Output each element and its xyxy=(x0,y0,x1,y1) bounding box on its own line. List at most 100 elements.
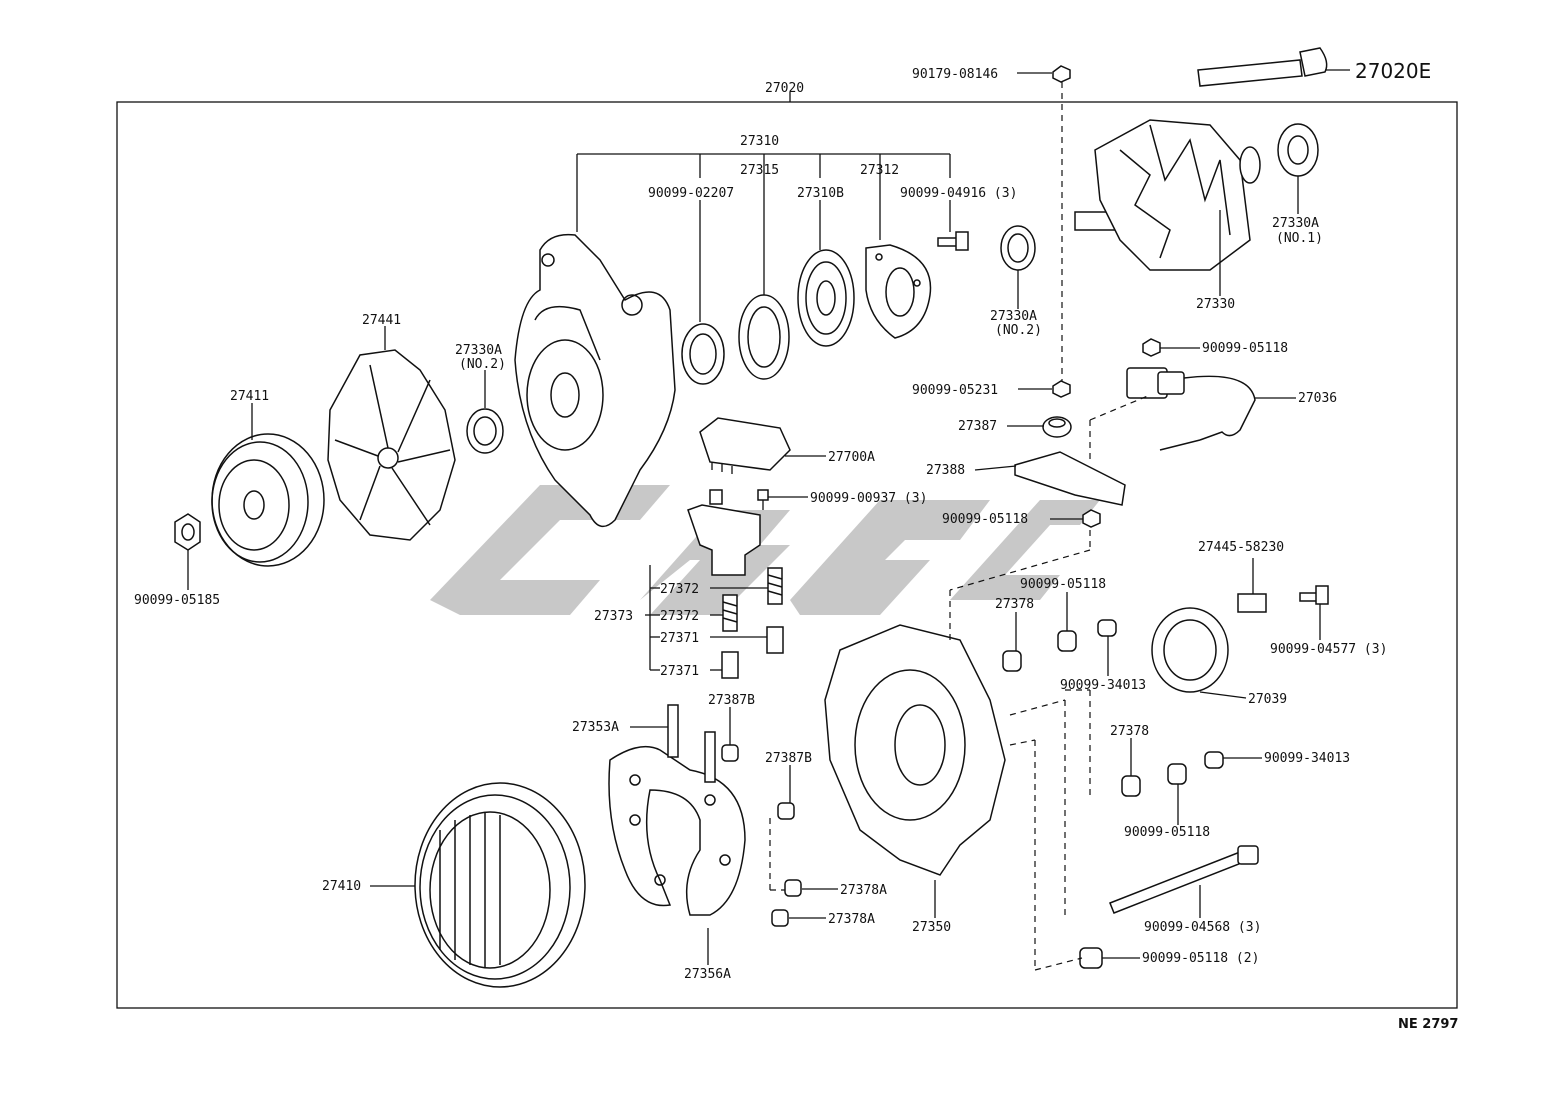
label-27410: 27410 xyxy=(322,879,361,894)
label-27036: 27036 xyxy=(1298,391,1337,406)
insulator-90099-34013-b xyxy=(1204,751,1224,769)
label-27020e: 27020E xyxy=(1355,59,1431,83)
seal-27315 xyxy=(738,294,790,380)
stud-27353a-b xyxy=(704,731,716,783)
label-27372-b: 27372 xyxy=(660,609,699,624)
brush-holder-27373 xyxy=(687,489,761,576)
label-27411: 27411 xyxy=(230,389,269,404)
label-27330a-no2-right: 27330A xyxy=(990,309,1037,324)
bearing-cover-27039 xyxy=(1151,607,1229,693)
label-90099-04568: 90099-04568 (3) xyxy=(1144,920,1261,935)
label-27372-a: 27372 xyxy=(660,582,699,597)
nut-90099-05185 xyxy=(174,513,201,551)
label-27387: 27387 xyxy=(958,419,997,434)
brush-27371-b xyxy=(721,651,739,679)
label-90099-04916: 90099-04916 (3) xyxy=(900,186,1017,201)
grommet-27378-a xyxy=(1002,650,1022,672)
brush-27371-a xyxy=(766,626,784,654)
bearing-27310b xyxy=(797,249,855,347)
label-27350: 27350 xyxy=(912,920,951,935)
label-27388: 27388 xyxy=(926,463,965,478)
label-27310: 27310 xyxy=(740,134,779,149)
insulator-27387 xyxy=(1042,416,1072,438)
watermark-logo xyxy=(430,485,1100,615)
label-27330: 27330 xyxy=(1196,297,1235,312)
label-90179-08146: 90179-08146 xyxy=(912,67,998,82)
label-27330a-no2-left: 27330A xyxy=(455,343,502,358)
label-27378-b: 27378 xyxy=(1110,724,1149,739)
insulator-90099-34013-a xyxy=(1097,619,1117,637)
label-27315: 27315 xyxy=(740,163,779,178)
screw-90099-00937 xyxy=(757,489,769,510)
label-90099-05118-c: 90099-05118 xyxy=(1020,577,1106,592)
rear-end-frame-27350 xyxy=(824,624,1006,876)
nut-90099-05118-b xyxy=(1082,509,1101,528)
label-27441: 27441 xyxy=(362,313,401,328)
label-27378-a: 27378 xyxy=(995,597,1034,612)
label-27312: 27312 xyxy=(860,163,899,178)
label-90099-00937: 90099-00937 (3) xyxy=(810,491,927,506)
label-27445-58230: 27445-58230 xyxy=(1198,540,1284,555)
label-90099-04577: 90099-04577 (3) xyxy=(1270,642,1387,657)
label-27378a-b: 27378A xyxy=(828,912,875,927)
screw-90099-04916 xyxy=(937,231,969,251)
rectifier-27356a xyxy=(608,745,746,916)
rotor-27330 xyxy=(1074,119,1261,271)
stator-27410 xyxy=(414,782,586,988)
label-27330a-no1: 27330A xyxy=(1272,216,1319,231)
pulley-27411 xyxy=(211,433,325,567)
cover-27388 xyxy=(1014,451,1126,506)
through-bolt-27020e xyxy=(1197,47,1350,87)
label-27330a-no2-left-sub: (NO.2) xyxy=(459,357,506,372)
group-bracket-27373 xyxy=(645,565,660,671)
bolt-90099-04568 xyxy=(1109,845,1259,914)
label-27387b-b: 27387B xyxy=(765,751,812,766)
drive-end-frame-27310 xyxy=(514,233,676,528)
label-90099-02207: 90099-02207 xyxy=(648,186,734,201)
label-27371-b: 27371 xyxy=(660,664,699,679)
spring-27372-a xyxy=(767,567,783,605)
label-27353a: 27353A xyxy=(572,720,619,735)
spacer-27330a-no2-left xyxy=(466,408,504,454)
nut-90099-05231 xyxy=(1052,380,1071,398)
label-90099-05118-e: 90099-05118 (2) xyxy=(1142,951,1259,966)
label-90099-34013-a: 90099-34013 xyxy=(1060,678,1146,693)
label-27700a: 27700A xyxy=(828,450,875,465)
grommet-27378-b xyxy=(1121,775,1141,797)
nut-90099-05118-a xyxy=(1142,338,1161,357)
label-27039: 27039 xyxy=(1248,692,1287,707)
label-27330a-no1-sub: (NO.1) xyxy=(1276,231,1323,246)
screw-90099-04577 xyxy=(1299,585,1329,605)
spring-27372-b xyxy=(722,594,738,632)
nut-90099-05118-e xyxy=(1079,947,1103,969)
bushing-27378a-b xyxy=(771,909,789,927)
retainer-plate-27312 xyxy=(865,244,932,339)
bearing-27330a-no1 xyxy=(1277,123,1319,177)
figure-code: NE 2797 xyxy=(1398,1017,1458,1032)
nut-90179-08146 xyxy=(1052,65,1071,83)
wire-harness-27036 xyxy=(1126,367,1256,451)
label-90099-05118-a: 90099-05118 xyxy=(1202,341,1288,356)
bushing-27378a-a xyxy=(784,879,802,897)
insulator-27387b-a xyxy=(721,744,739,762)
label-27330a-no2-right-sub: (NO.2) xyxy=(995,323,1042,338)
label-27378a-a: 27378A xyxy=(840,883,887,898)
retainer-90099-02207 xyxy=(681,323,725,385)
label-27387b-a: 27387B xyxy=(708,693,755,708)
label-27373: 27373 xyxy=(594,609,633,624)
label-27371-a: 27371 xyxy=(660,631,699,646)
label-90099-34013-b: 90099-34013 xyxy=(1264,751,1350,766)
label-27020: 27020 xyxy=(765,81,804,96)
label-90099-05231: 90099-05231 xyxy=(912,383,998,398)
terminal-27445-58230 xyxy=(1237,593,1267,613)
group-bracket-27310 xyxy=(576,153,951,322)
insulator-27387b-b xyxy=(777,802,795,820)
fan-27441 xyxy=(327,349,456,541)
stud-27353a-a xyxy=(667,704,679,758)
assembly-frame xyxy=(116,101,1458,1009)
label-27356a: 27356A xyxy=(684,967,731,982)
label-90099-05118-b: 90099-05118 xyxy=(942,512,1028,527)
nut-90099-05118-c xyxy=(1057,630,1077,652)
regulator-27700a xyxy=(699,417,791,474)
